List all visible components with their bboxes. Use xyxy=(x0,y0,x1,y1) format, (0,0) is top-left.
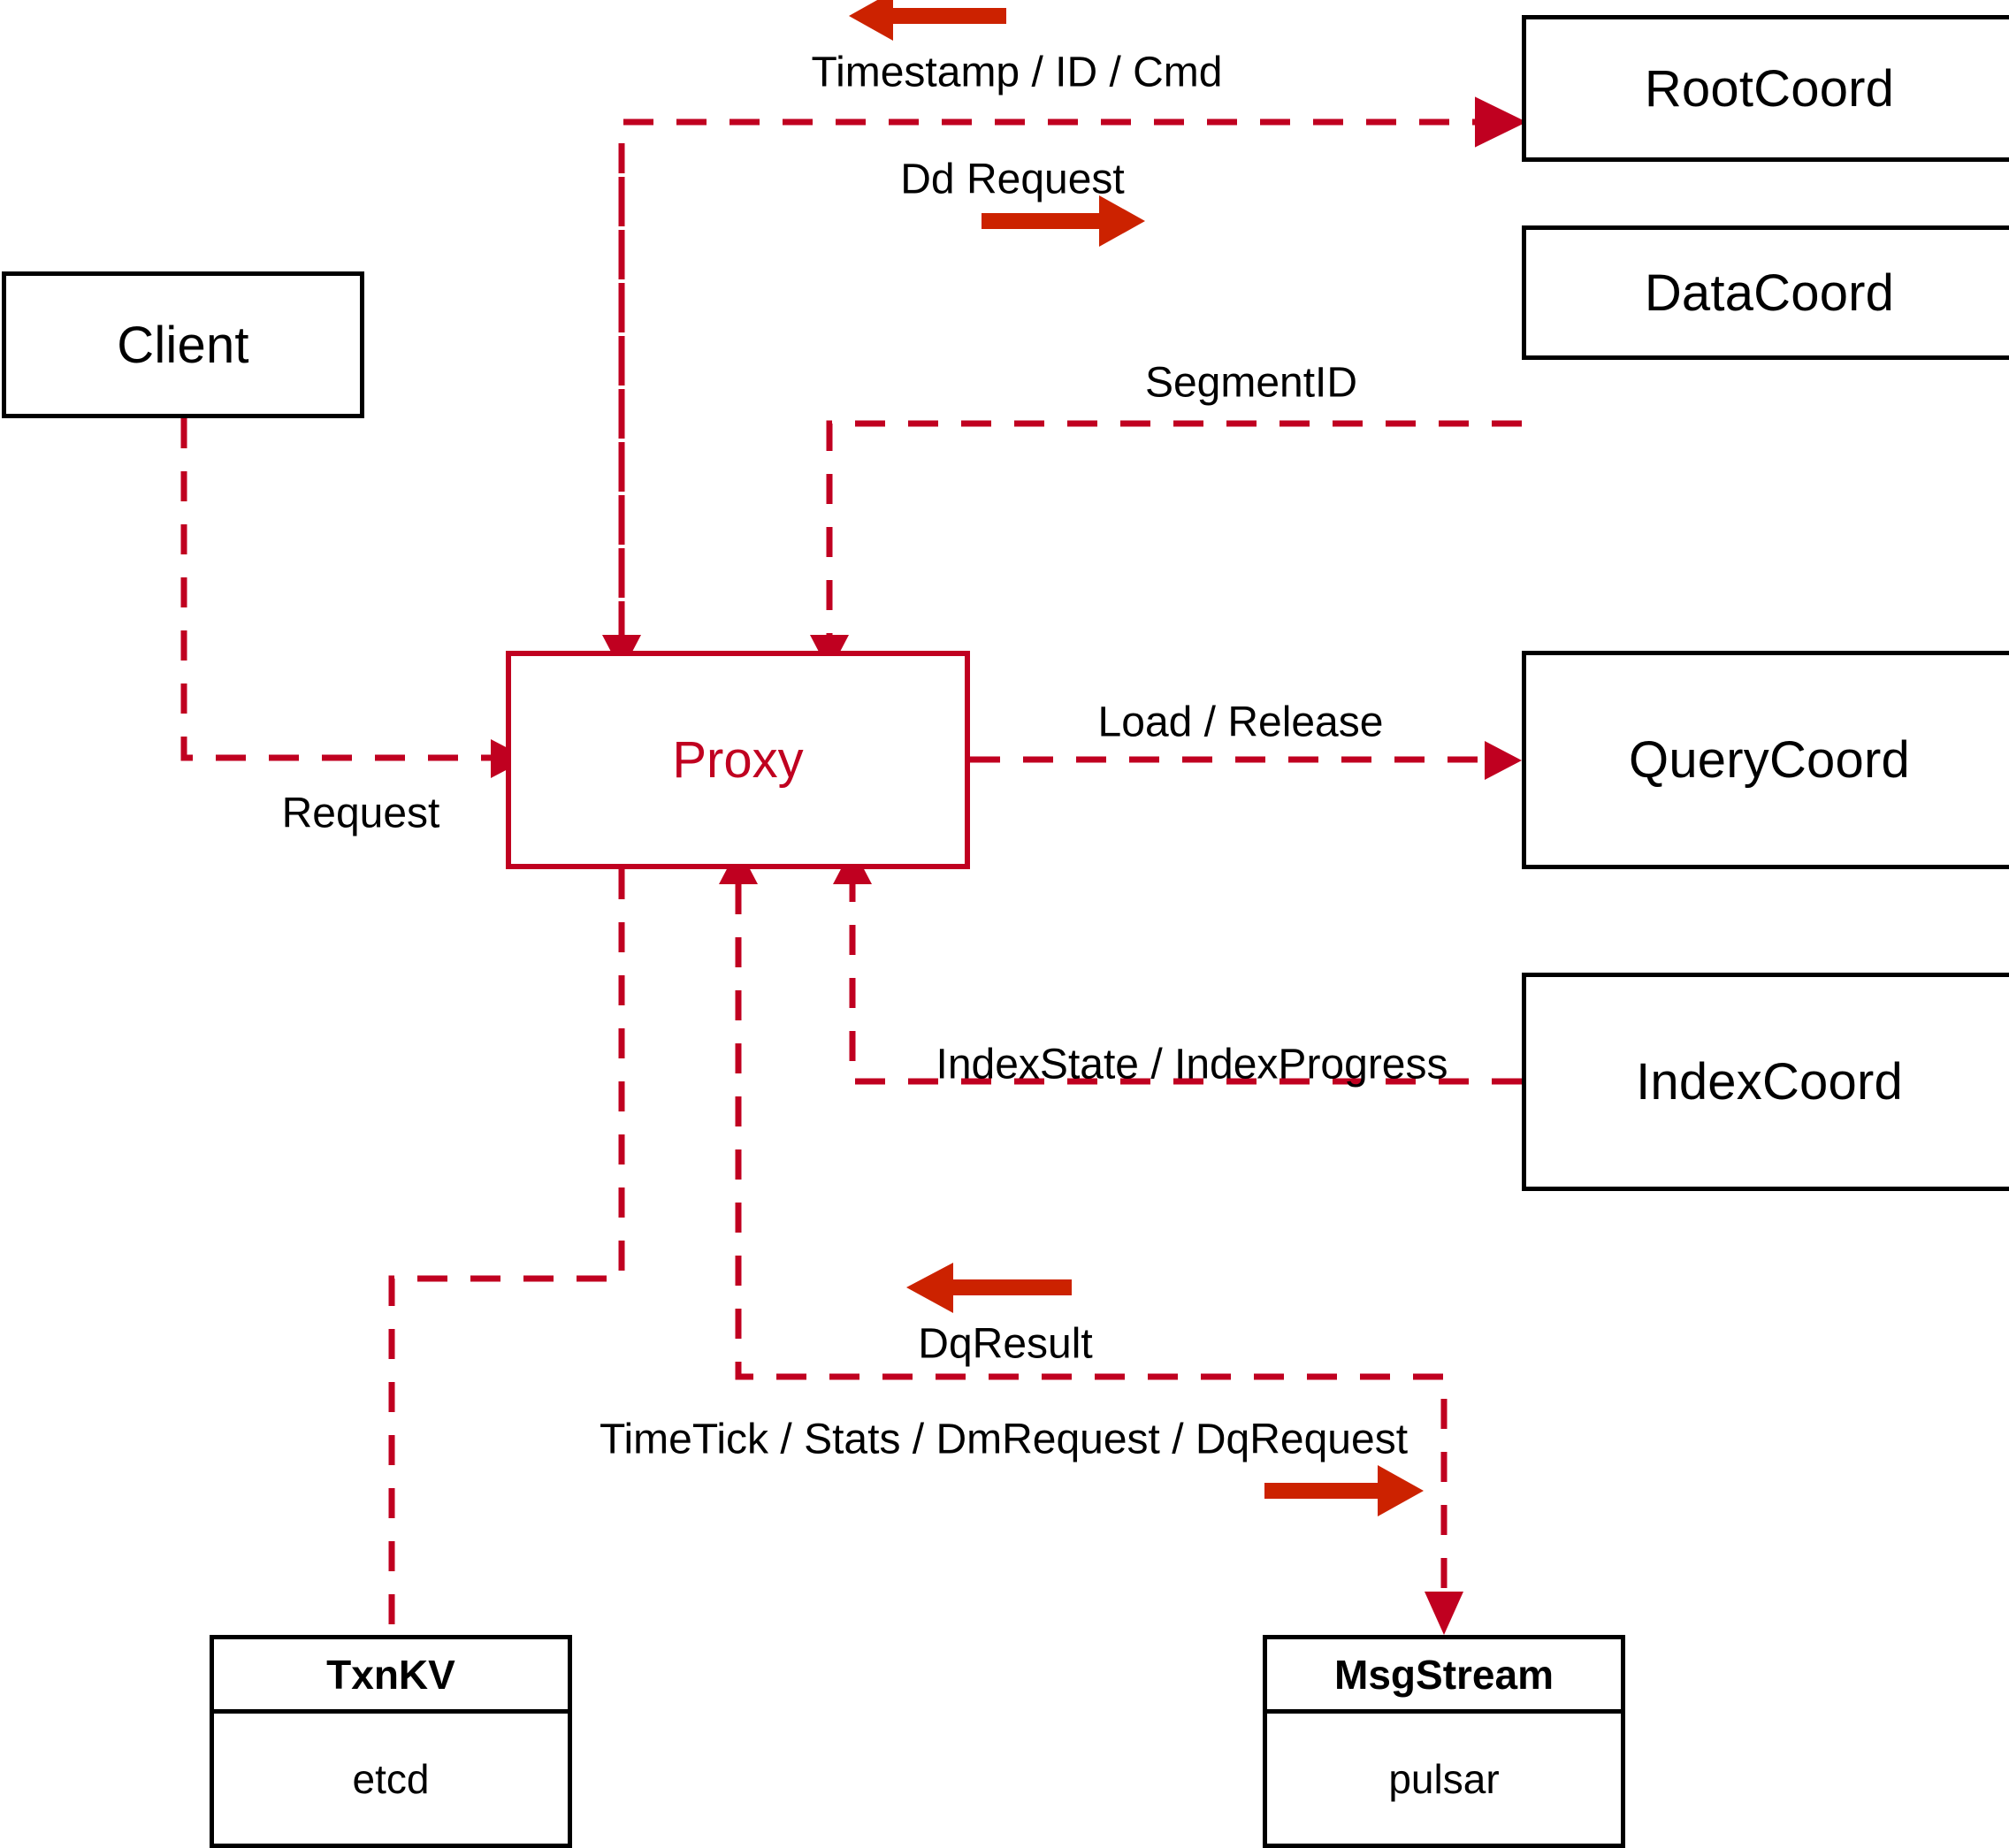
node-client-label: Client xyxy=(117,316,249,374)
node-txnkv-body: etcd xyxy=(214,1714,568,1844)
node-txnkv-header: TxnKV xyxy=(214,1639,568,1714)
edge-label-request: Request xyxy=(281,790,440,837)
edge-proxy-rootcoord xyxy=(618,96,1527,651)
edge-indexcoord-proxy xyxy=(849,884,1522,1085)
node-querycoord-label: QueryCoord xyxy=(1629,731,1910,789)
node-client[interactable]: Client xyxy=(2,271,364,418)
node-proxy-label: Proxy xyxy=(672,731,804,789)
node-msgstream-title: MsgStream xyxy=(1334,1651,1554,1698)
node-msgstream-header: MsgStream xyxy=(1267,1639,1621,1714)
emphasis-arrow-timestamp-left xyxy=(849,0,1006,41)
node-msgstream[interactable]: MsgStream pulsar xyxy=(1263,1635,1625,1848)
edge-label-dd-request: Dd Request xyxy=(900,156,1125,203)
edge-proxy-msgstream xyxy=(735,884,1448,1609)
edge-datacoord-proxy xyxy=(826,420,1522,651)
arrowhead-into-msgstream xyxy=(1425,1592,1463,1635)
node-indexcoord[interactable]: IndexCoord xyxy=(1522,973,2009,1191)
node-rootcoord[interactable]: RootCoord xyxy=(1522,15,2009,162)
edge-label-segment-id: SegmentID xyxy=(1144,359,1358,407)
node-rootcoord-label: RootCoord xyxy=(1644,59,1895,118)
node-proxy[interactable]: Proxy xyxy=(506,651,970,869)
node-txnkv-title: TxnKV xyxy=(326,1651,455,1698)
edge-label-load-release: Load / Release xyxy=(1097,699,1384,746)
arrowhead-into-querycoord xyxy=(1485,741,1522,780)
emphasis-arrow-dqresult-left xyxy=(906,1263,1072,1313)
node-txnkv-impl: etcd xyxy=(352,1755,430,1802)
emphasis-arrow-timetick-right xyxy=(1264,1465,1424,1516)
edge-proxy-txnkv xyxy=(388,869,625,1635)
node-msgstream-impl: pulsar xyxy=(1388,1755,1500,1802)
edge-label-dq-result: DqResult xyxy=(918,1320,1093,1368)
node-indexcoord-label: IndexCoord xyxy=(1636,1053,1903,1111)
edge-label-timetick-stats-dm-dq: TimeTick / Stats / DmRequest / DqRequest xyxy=(599,1416,1409,1463)
node-datacoord[interactable]: DataCoord xyxy=(1522,225,2009,360)
edge-label-index-state-progress: IndexState / IndexProgress xyxy=(936,1041,1448,1088)
node-msgstream-body: pulsar xyxy=(1267,1714,1621,1844)
edge-label-timestamp-id-cmd: Timestamp / ID / Cmd xyxy=(811,49,1223,96)
node-querycoord[interactable]: QueryCoord xyxy=(1522,651,2009,869)
emphasis-arrow-dd-request-right xyxy=(982,195,1145,247)
node-datacoord-label: DataCoord xyxy=(1644,263,1895,322)
node-txnkv[interactable]: TxnKV etcd xyxy=(210,1635,572,1848)
